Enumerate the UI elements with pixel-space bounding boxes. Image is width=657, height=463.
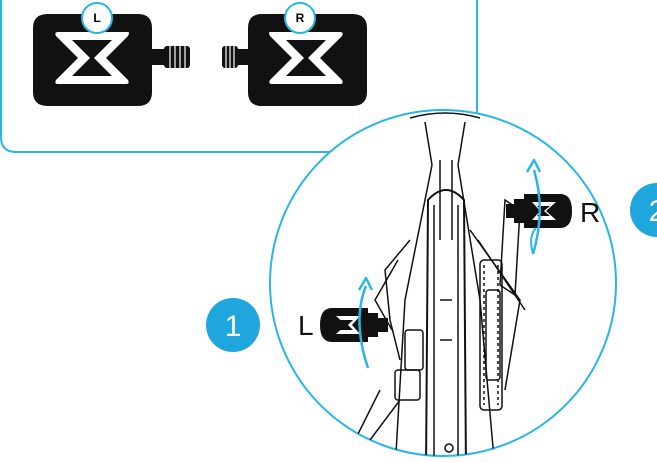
right-pedal-on-bike [506, 194, 572, 228]
right-rotation-arrow [525, 158, 542, 255]
step-1-badge: 1 [206, 298, 260, 352]
step-2-number: 2 [649, 195, 657, 228]
right-side-label: R [580, 197, 600, 228]
detail-circle [269, 109, 617, 457]
left-pedal-letter: L [93, 11, 100, 25]
step-1-number: 1 [225, 310, 242, 343]
right-pedal-letter: R [296, 11, 305, 25]
left-pedal-illustration: L [33, 2, 190, 106]
left-pedal-marker-circle [81, 2, 113, 34]
left-rotation-arrow [357, 276, 374, 369]
right-pedal-illustration: R [222, 2, 367, 106]
left-pedal-on-bike [320, 308, 388, 342]
left-side-label: L [298, 310, 314, 341]
right-pedal-marker-circle [284, 2, 316, 34]
step-2-badge: 2 [630, 183, 657, 237]
